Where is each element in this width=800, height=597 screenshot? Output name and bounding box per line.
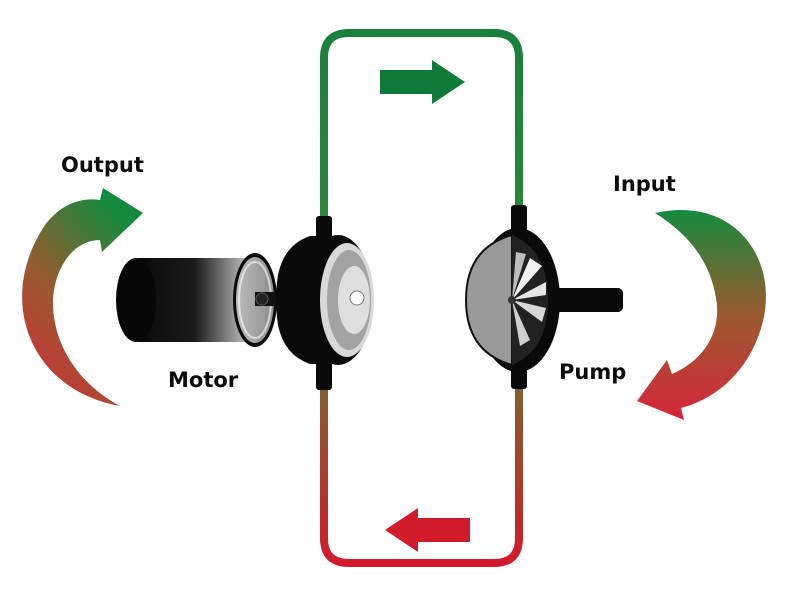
pump-icon xyxy=(464,205,623,389)
curved-input-arrow-icon xyxy=(637,209,766,420)
flow-left-arrow-icon xyxy=(385,508,470,552)
motor-icon xyxy=(116,216,374,390)
curved-output-arrow-icon xyxy=(22,188,143,406)
flow-right-arrow-icon xyxy=(380,60,465,104)
output-label: Output xyxy=(61,153,144,177)
input-label: Input xyxy=(613,172,676,196)
motor-label: Motor xyxy=(168,368,239,392)
pump-label: Pump xyxy=(559,360,627,384)
